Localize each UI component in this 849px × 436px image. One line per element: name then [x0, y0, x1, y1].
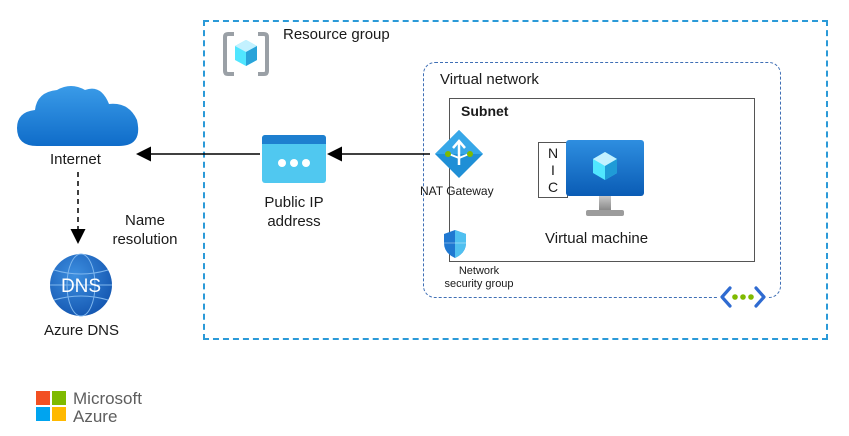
virtual-machine-icon [566, 140, 644, 216]
subnet-label: Subnet [461, 103, 509, 119]
virtual-network-boundary [423, 62, 781, 298]
virtual-network-label: Virtual network [440, 71, 539, 88]
public-ip-icon [262, 135, 326, 183]
shield-icon [444, 230, 466, 258]
internet-label: Internet [50, 151, 101, 168]
public-ip-label-line1: Public IP [264, 194, 324, 211]
nat-gateway-icon [435, 130, 483, 178]
name-resolution-line2: resolution [112, 231, 178, 248]
resource-group-label: Resource group [283, 26, 390, 43]
cloud-icon [17, 86, 139, 146]
azure-wordmark: Azure [73, 407, 118, 426]
microsoft-logo-icon [36, 391, 66, 421]
nat-gateway-label: NAT Gateway [420, 184, 494, 198]
name-resolution-line1: Name [124, 212, 165, 229]
virtual-machine-label: Virtual machine [545, 230, 649, 247]
azure-dns-label: Azure DNS [44, 322, 120, 339]
nic-letter-n: N [547, 145, 559, 162]
resource-group-boundary [203, 20, 828, 340]
nsg-label-line1: Network [458, 265, 500, 277]
dns-icon-text: DNS [61, 276, 101, 297]
nsg-label: Network security group [438, 265, 520, 291]
microsoft-wordmark: Microsoft [73, 389, 142, 408]
name-resolution-label: Name resolution [100, 211, 190, 249]
dns-globe-icon: DNS [50, 253, 112, 317]
public-ip-label-line2: address [267, 213, 321, 230]
nsg-label-line2: security group [444, 278, 514, 290]
microsoft-azure-wordmark: Microsoft Azure [73, 390, 142, 425]
virtual-network-icon [718, 284, 768, 310]
resource-group-icon [223, 32, 269, 76]
public-ip-label: Public IP address [244, 193, 344, 231]
nic-letter-i: I [551, 161, 555, 178]
nic-letter-c: C [547, 178, 559, 195]
